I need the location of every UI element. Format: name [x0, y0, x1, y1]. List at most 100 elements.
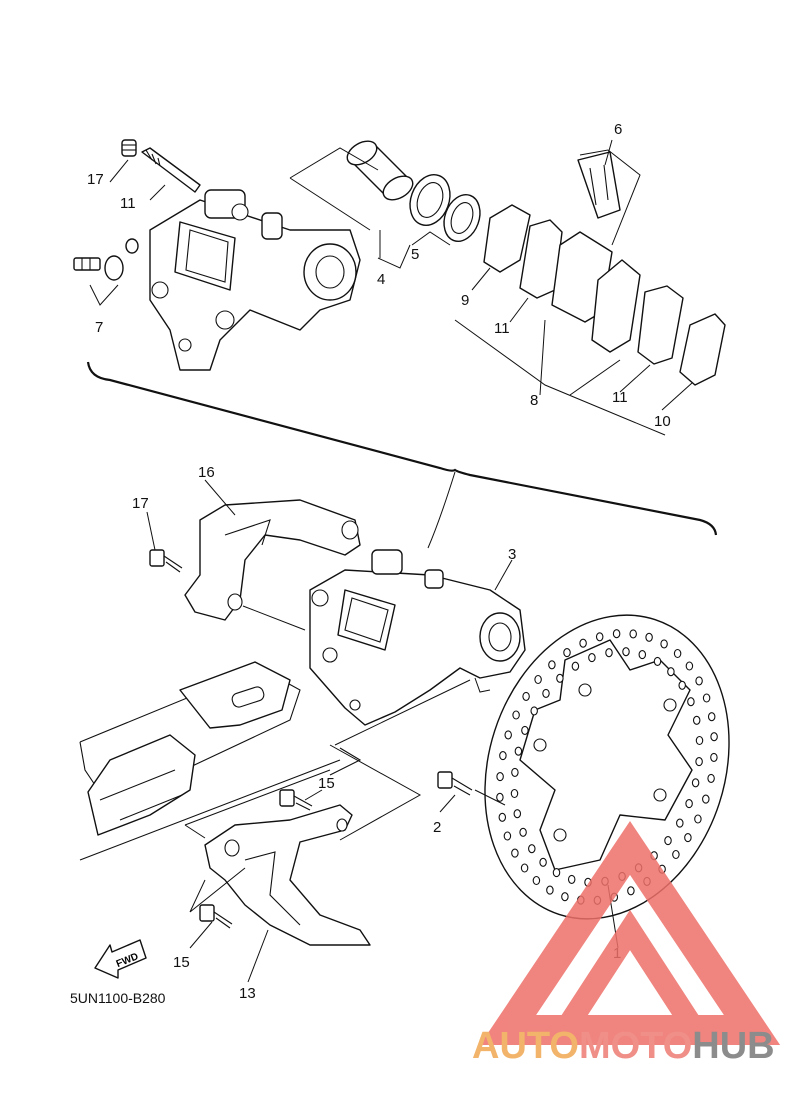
callout-3: 3	[508, 546, 516, 563]
disc-vent-hole	[702, 693, 711, 703]
callout-17: 17	[132, 495, 149, 512]
disc-vent-hole	[638, 650, 647, 660]
disc-vent-hole	[567, 874, 576, 884]
disc-vent-hole	[512, 710, 520, 720]
disc-vent-hole	[514, 746, 523, 756]
callout-6: 6	[614, 121, 622, 138]
disc-vent-hole	[552, 868, 561, 878]
disc-vent-hole	[695, 735, 704, 746]
caliper-exploded-group	[73, 139, 726, 436]
caliper-body-top	[149, 189, 361, 371]
watermark-moto: MOTO	[579, 1025, 692, 1067]
disc-vent-hole	[653, 656, 662, 666]
disc-vent-hole	[645, 632, 653, 642]
disc-vent-hole	[522, 691, 530, 701]
bleed-cap-part	[121, 139, 137, 157]
bleed-screw-part	[73, 238, 139, 281]
disc-vent-hole	[510, 788, 519, 799]
disc-vent-hole	[519, 827, 527, 837]
callout-4: 4	[377, 271, 385, 288]
pad-shim-left-part	[483, 204, 531, 273]
disc-vent-hole	[685, 799, 693, 809]
disc-vent-hole	[532, 875, 541, 886]
disc-vent-hole	[579, 638, 587, 648]
disc-vent-hole	[676, 818, 684, 828]
disc-vent-hole	[673, 648, 682, 659]
disc-vent-hole	[556, 673, 564, 683]
callout-10: 10	[654, 413, 671, 430]
callout-15-upper: 15	[318, 775, 335, 792]
callout-11-left: 11	[494, 320, 510, 337]
callout-12: 11	[120, 195, 136, 212]
disc-vent-hole	[521, 725, 529, 735]
caliper-bracket-part	[184, 499, 361, 621]
disc-vent-hole	[694, 814, 702, 824]
disc-vent-hole	[707, 712, 716, 722]
fwd-arrow: FWD	[94, 939, 147, 979]
disc-vent-hole	[503, 831, 512, 841]
disc-vent-hole	[678, 680, 686, 690]
svg-text:AUTOMOTOHUB: AUTOMOTOHUB	[472, 1025, 775, 1067]
bracket-bolt-part	[149, 549, 183, 573]
callout-2: 2	[433, 819, 441, 836]
disc-vent-hole	[539, 857, 547, 867]
pad-pin-part	[141, 147, 201, 193]
assembly-brace	[86, 361, 718, 536]
guard-bolt-lower-part	[199, 904, 233, 929]
disc-vent-hole	[667, 667, 675, 677]
disc-vent-hole	[534, 674, 542, 685]
disc-vent-hole	[695, 676, 703, 686]
diagram-code: 5UN1100-B280	[70, 990, 166, 1006]
disc-vent-hole	[685, 661, 694, 671]
piston-seals-part	[409, 174, 481, 242]
disc-vent-hole	[498, 812, 507, 822]
callout-15-lower: 15	[173, 954, 190, 971]
disc-vent-hole	[660, 639, 668, 649]
disc-vent-hole	[672, 849, 680, 860]
disc-vent-hole	[588, 653, 596, 663]
disc-vent-hole	[692, 715, 701, 725]
callout-8: 8	[530, 392, 538, 409]
disc-vent-hole	[629, 629, 637, 639]
disc-vent-hole	[499, 751, 507, 761]
callout-9: 9	[461, 292, 469, 309]
brake-pad-right-part	[637, 285, 684, 365]
callout-5: 5	[411, 246, 419, 263]
disc-vent-hole	[528, 844, 536, 854]
watermark-hub: HUB	[692, 1025, 774, 1067]
pad-shim-right-part	[679, 313, 726, 386]
disc-vent-hole	[542, 688, 550, 698]
disc-vent-hole	[496, 772, 504, 782]
pad-spring-part	[577, 151, 621, 219]
disc-vent-hole	[605, 648, 613, 658]
watermark-auto: AUTO	[472, 1025, 579, 1067]
callout-7: 7	[95, 319, 103, 336]
watermark-text: AUTOMOTOHUB	[472, 1025, 775, 1067]
disc-vent-hole	[548, 660, 556, 670]
disc-vent-hole	[511, 767, 519, 777]
pad-set-part	[551, 231, 641, 353]
disc-vent-hole	[687, 697, 695, 707]
watermark-logo-icon	[479, 821, 781, 1045]
disc-vent-hole	[561, 892, 569, 902]
disc-bolt-part	[437, 771, 473, 796]
disc-vent-hole	[546, 885, 554, 895]
piston-part	[346, 140, 414, 201]
disc-vent-hole	[612, 629, 621, 639]
disc-vent-hole	[595, 632, 604, 642]
disc-vent-hole	[504, 730, 512, 740]
disc-vent-hole	[563, 648, 571, 658]
disc-vent-hole	[664, 836, 672, 846]
disc-vent-hole	[622, 647, 630, 657]
disc-vent-hole	[571, 661, 580, 671]
disc-vent-hole	[710, 752, 718, 762]
disc-vent-hole	[695, 757, 703, 767]
disc-vent-hole	[530, 706, 538, 716]
disc-vent-hole	[496, 792, 504, 802]
callout-11-right: 11	[612, 389, 628, 406]
caliper-assembly-part	[309, 549, 526, 726]
callout-16: 16	[198, 464, 215, 481]
disc-vent-hole	[691, 778, 700, 788]
disc-vent-hole	[513, 809, 522, 819]
